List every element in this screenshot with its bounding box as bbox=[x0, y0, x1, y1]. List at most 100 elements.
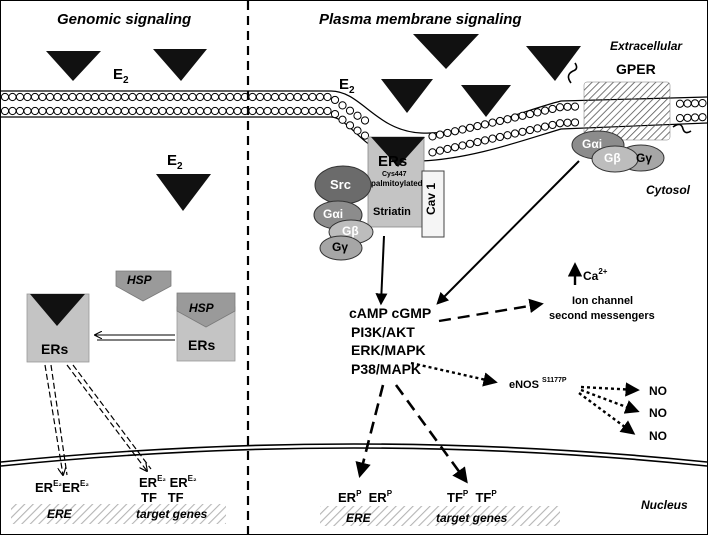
phospholipid-head bbox=[360, 131, 370, 140]
second-messengers-label: second messengers bbox=[549, 310, 655, 322]
no-label: NO bbox=[649, 406, 667, 420]
phospholipid-head bbox=[525, 109, 535, 119]
phospholipid-head bbox=[105, 92, 115, 102]
phospholipid-head bbox=[690, 113, 700, 122]
phospholipid-head bbox=[488, 134, 497, 143]
hsp-shape-bound bbox=[176, 292, 236, 328]
gper-g-alpha-i-label: Gαi bbox=[582, 137, 603, 151]
phospholipid-head bbox=[135, 92, 145, 102]
phospholipid-head bbox=[480, 136, 490, 145]
phospholipid-head bbox=[555, 103, 565, 112]
phospholipid-head bbox=[428, 132, 437, 141]
phospholipid-head bbox=[165, 92, 175, 102]
nucleus-er-dimer-label: ERE₂ERE₂ bbox=[35, 479, 89, 495]
phospholipid-head bbox=[300, 106, 310, 116]
phospholipid-head bbox=[308, 92, 317, 102]
phospholipid-head bbox=[510, 129, 520, 138]
gper-g-beta-label: Gβ bbox=[604, 151, 621, 165]
phospholipid-head bbox=[53, 92, 62, 102]
phospholipid-head bbox=[210, 92, 220, 102]
phospholipid-head bbox=[450, 143, 460, 152]
phospholipid-head bbox=[495, 132, 505, 142]
phospholipid-head bbox=[285, 106, 295, 116]
phospholipid-head bbox=[120, 106, 130, 116]
phospholipid-head bbox=[113, 92, 122, 102]
phospholipid-head bbox=[540, 106, 550, 115]
phospholipid-head bbox=[173, 106, 182, 116]
phospholipid-head bbox=[203, 106, 212, 116]
phospholipid-head bbox=[165, 106, 175, 116]
phospholipid-head bbox=[570, 118, 580, 127]
phospholipid-head bbox=[503, 115, 512, 124]
no-label: NO bbox=[649, 429, 667, 443]
phospholipid-head bbox=[345, 106, 355, 115]
nuclear-envelope-outer bbox=[1, 443, 707, 463]
phospholipid-head bbox=[233, 92, 242, 102]
phospholipid-head bbox=[353, 126, 362, 135]
gper-tail-bottom bbox=[672, 123, 692, 134]
phospholipid-head bbox=[270, 106, 280, 116]
phospholipid-head bbox=[330, 95, 340, 105]
phospholipid-head bbox=[315, 92, 325, 102]
phospholipid-head bbox=[428, 148, 437, 157]
phospholipid-head bbox=[353, 111, 362, 120]
arrow-dashed bbox=[66, 364, 147, 471]
er-bound-label: ERs bbox=[188, 337, 216, 353]
gper-receptor bbox=[583, 81, 671, 141]
gper-tail-top bbox=[567, 62, 578, 84]
cav1-box bbox=[421, 170, 445, 238]
phospholipid-head bbox=[293, 106, 302, 116]
dna-strip bbox=[11, 504, 226, 524]
phospholipid-head bbox=[158, 92, 167, 102]
arrow-dashed bbox=[44, 364, 63, 475]
nucleus-tf-label: TF TF bbox=[141, 490, 184, 505]
phospholipid-head bbox=[143, 106, 152, 116]
phospholipid-head bbox=[698, 113, 707, 122]
arrow-solid bbox=[436, 160, 580, 305]
phospholipid-head bbox=[690, 99, 700, 108]
ere-label: ERE bbox=[47, 507, 72, 521]
phospholipid-head bbox=[278, 106, 287, 116]
phospholipid-head bbox=[683, 113, 692, 122]
phospholipid-head bbox=[293, 92, 302, 102]
ligand-triangle bbox=[46, 51, 101, 81]
phospholipid-head bbox=[248, 92, 257, 102]
ligand-triangle bbox=[30, 294, 85, 326]
target-genes-label: target genes bbox=[436, 511, 508, 525]
gper-label: GPER bbox=[616, 61, 656, 77]
phospholipid-head bbox=[510, 113, 520, 122]
phospholipid-head bbox=[180, 106, 190, 116]
nucleus-phospho-tf-label: TFP TFP bbox=[447, 489, 497, 505]
phospholipid-head bbox=[83, 106, 92, 116]
phospholipid-head bbox=[698, 99, 707, 108]
phospholipid-head bbox=[83, 92, 92, 102]
phospholipid-head bbox=[458, 141, 467, 150]
phospholipid-head bbox=[188, 106, 197, 116]
g-gamma-membrane bbox=[319, 235, 363, 261]
phospholipid-head bbox=[360, 116, 370, 125]
phospholipid-head bbox=[45, 106, 55, 116]
phospholipid-head bbox=[255, 106, 265, 116]
membrane-outer-line bbox=[1, 90, 707, 134]
phospholipid-head bbox=[248, 106, 257, 116]
phospholipid-head bbox=[113, 106, 122, 116]
phospholipid-head bbox=[308, 106, 317, 116]
messenger-p38-mapk: P38/MAPK bbox=[351, 361, 422, 377]
phospholipid-head bbox=[23, 106, 32, 116]
ligand-triangle bbox=[156, 174, 211, 211]
phospholipid-head bbox=[105, 106, 115, 116]
phospholipid-head bbox=[218, 106, 227, 116]
phospholipid-head bbox=[68, 92, 77, 102]
phospholipid-head bbox=[225, 92, 235, 102]
ion-channel-label: Ion channel bbox=[572, 295, 634, 307]
phospholipid-head bbox=[98, 92, 107, 102]
phospholipid-head bbox=[533, 108, 542, 117]
g-alpha-i-label: Gαi bbox=[323, 207, 344, 221]
phospholipid-head bbox=[15, 92, 25, 102]
messenger-camp-cgmp: cAMP cGMP bbox=[349, 305, 432, 321]
phospholipid-head bbox=[23, 92, 32, 102]
phospholipid-head bbox=[548, 104, 557, 114]
striatin-label: Striatin bbox=[373, 206, 411, 218]
messenger-pi3k-akt: PI3K/AKT bbox=[351, 324, 415, 340]
phospholipid-head bbox=[38, 106, 47, 116]
